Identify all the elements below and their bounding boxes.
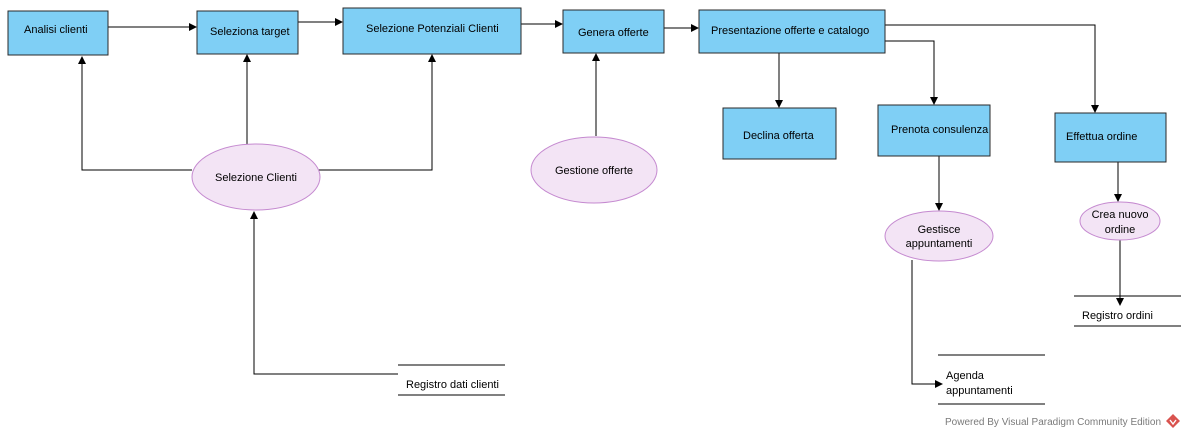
datastore-registro-dati-clienti[interactable]: Registro dati clienti bbox=[398, 364, 505, 396]
connector-gestisce-to-agenda bbox=[911, 260, 943, 388]
datastore-label: Registro ordini bbox=[1082, 310, 1153, 322]
activity-label-line-2: appuntamenti bbox=[906, 238, 973, 250]
connector-presentazione-to-prenota bbox=[885, 40, 938, 105]
datastore-label-line-2: appuntamenti bbox=[946, 385, 1013, 397]
footer-watermark: Powered By Visual Paradigm Community Edi… bbox=[945, 414, 1180, 428]
datastore-label: Registro dati clienti bbox=[406, 379, 499, 391]
process-declina-offerta[interactable]: Declina offerta bbox=[722, 107, 837, 160]
connector-presentazione-to-effettua bbox=[885, 24, 1099, 113]
footer-text: Powered By Visual Paradigm Community Edi… bbox=[945, 417, 1161, 428]
process-analisi-clienti[interactable]: Analisi clienti bbox=[7, 10, 109, 56]
activity-label-line-1: Gestisce bbox=[918, 224, 961, 236]
process-label: Prenota consulenza bbox=[891, 124, 989, 136]
activity-label-line-1: Crea nuovo bbox=[1092, 209, 1149, 221]
datastore-agenda-appuntamenti[interactable]: Agenda appuntamenti bbox=[938, 354, 1045, 405]
datastore-registro-ordini[interactable]: Registro ordini bbox=[1074, 295, 1181, 327]
visual-paradigm-logo-icon bbox=[1166, 414, 1180, 428]
process-label: Analisi clienti bbox=[24, 24, 88, 36]
activity-label-line-2: ordine bbox=[1105, 224, 1136, 236]
connector-selezione-clienti-to-analisi bbox=[78, 56, 192, 171]
activity-crea-nuovo-ordine[interactable]: Crea nuovo ordine bbox=[1079, 201, 1161, 241]
activity-label: Gestione offerte bbox=[555, 165, 633, 177]
process-selezione-potenziali-clienti[interactable]: Selezione Potenziali Clienti bbox=[342, 7, 522, 55]
process-prenota-consulenza[interactable]: Prenota consulenza bbox=[877, 104, 991, 157]
activity-gestione-offerte[interactable]: Gestione offerte bbox=[530, 136, 658, 204]
process-label: Effettua ordine bbox=[1066, 131, 1137, 143]
datastore-label-line-1: Agenda bbox=[946, 370, 985, 382]
process-label: Presentazione offerte e catalogo bbox=[711, 25, 869, 37]
process-label: Selezione Potenziali Clienti bbox=[366, 23, 499, 35]
connectors bbox=[78, 18, 1124, 388]
process-label: Genera offerte bbox=[578, 27, 649, 39]
process-effettua-ordine[interactable]: Effettua ordine bbox=[1054, 112, 1167, 163]
process-seleziona-target[interactable]: Seleziona target bbox=[196, 10, 299, 55]
activity-selezione-clienti[interactable]: Selezione Clienti bbox=[191, 143, 321, 211]
connector-registro-to-selezione-clienti bbox=[250, 211, 398, 375]
connector-selezione-clienti-to-potenziali bbox=[318, 54, 436, 171]
process-genera-offerte[interactable]: Genera offerte bbox=[562, 9, 665, 54]
process-label: Seleziona target bbox=[210, 26, 290, 38]
process-presentazione-offerte-catalogo[interactable]: Presentazione offerte e catalogo bbox=[698, 9, 886, 54]
activity-label: Selezione Clienti bbox=[215, 172, 297, 184]
activity-gestisce-appuntamenti[interactable]: Gestisce appuntamenti bbox=[884, 210, 994, 262]
process-label: Declina offerta bbox=[743, 130, 815, 142]
